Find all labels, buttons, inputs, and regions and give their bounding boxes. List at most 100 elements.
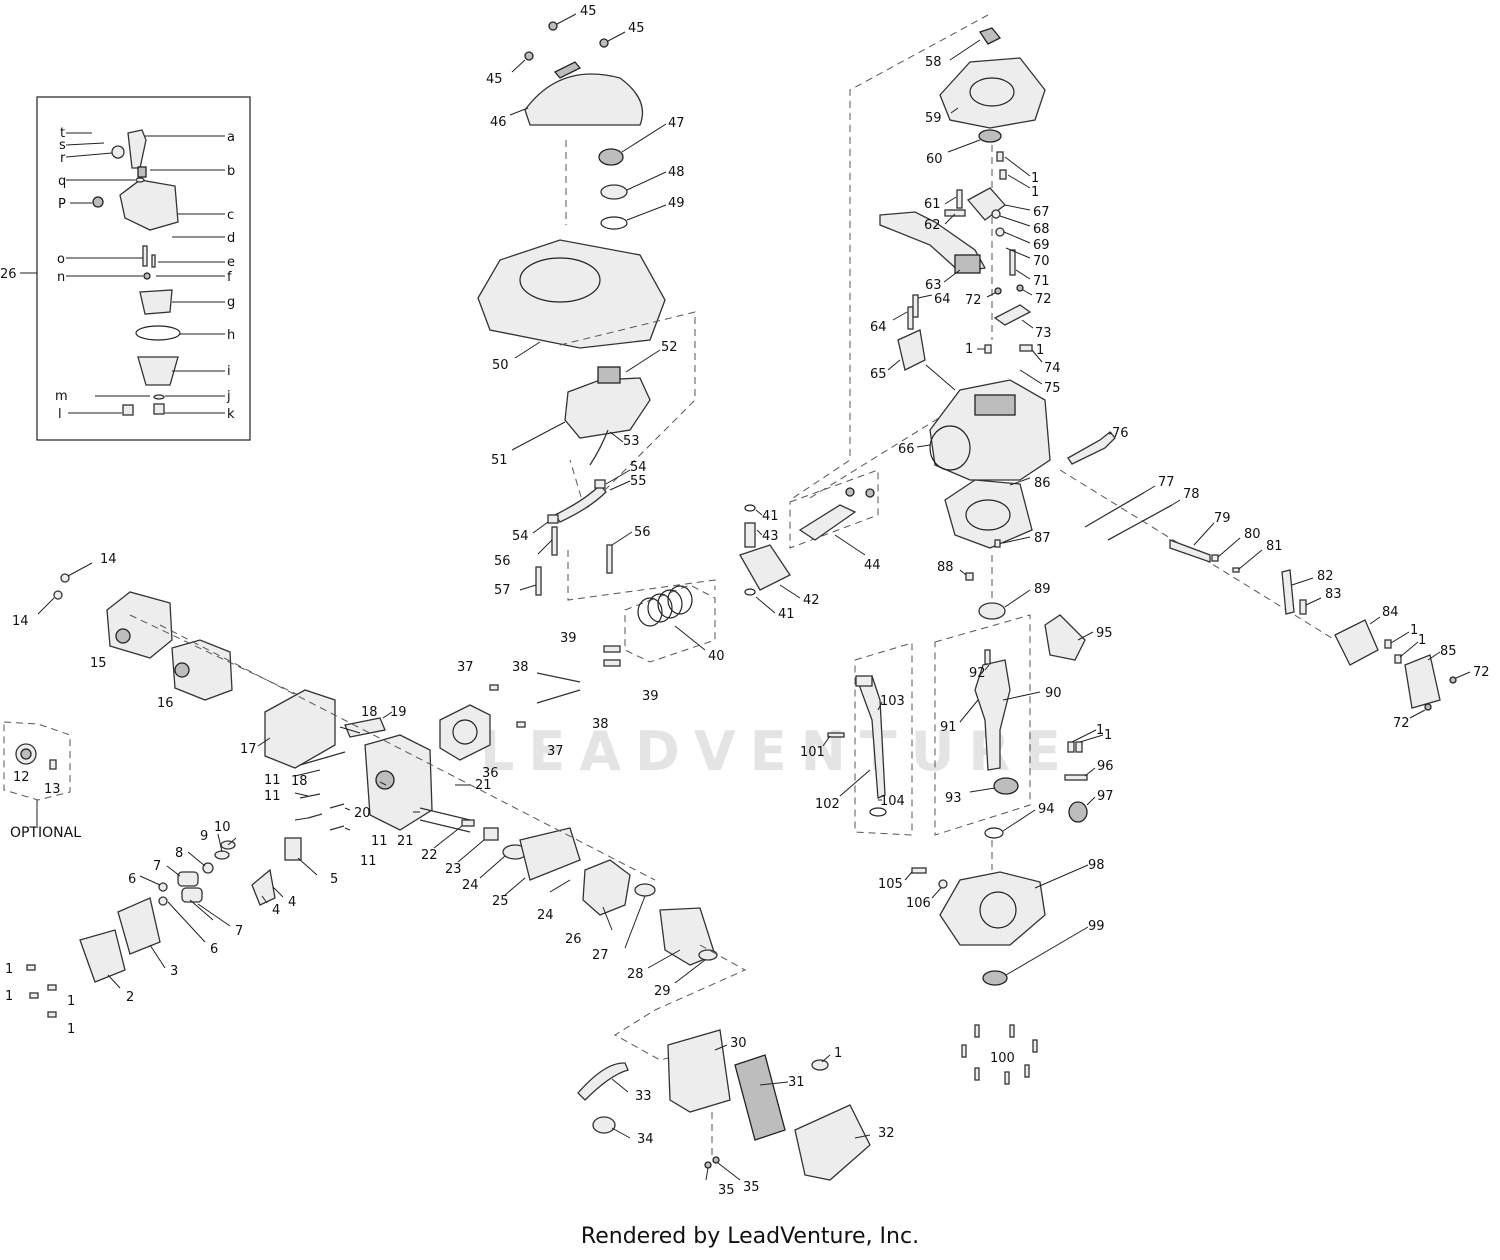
callout-97: 97 bbox=[1097, 789, 1114, 804]
piston-ring-1 bbox=[637, 597, 663, 627]
callout-100: 100 bbox=[990, 1051, 1015, 1066]
callout-q: q bbox=[58, 174, 66, 189]
camshaft-95 bbox=[1044, 614, 1086, 661]
heat-shield bbox=[264, 689, 336, 769]
pin-71 bbox=[1009, 249, 1016, 276]
washer-68 bbox=[991, 209, 1001, 219]
callout-12: 12 bbox=[13, 770, 30, 785]
callout-94: 94 bbox=[1038, 802, 1055, 817]
callout-64a: 64 bbox=[870, 320, 887, 335]
callout-82: 82 bbox=[1317, 569, 1334, 584]
callout-54a: 54 bbox=[630, 460, 647, 475]
nut-35b bbox=[712, 1156, 720, 1164]
callout-72d: 72 bbox=[1393, 716, 1410, 731]
blower-housing-50 bbox=[477, 239, 666, 349]
callout-71: 71 bbox=[1033, 274, 1050, 289]
head-bolt-39a bbox=[603, 645, 621, 653]
throttle-shaft bbox=[127, 129, 147, 169]
optional-spark-arrester: 12 13 bbox=[3, 721, 71, 826]
spring-e bbox=[151, 254, 156, 268]
dowel-87 bbox=[994, 539, 1001, 548]
callout-78: 78 bbox=[1183, 487, 1200, 502]
shim-96 bbox=[1064, 774, 1088, 781]
callout-6a: 6 bbox=[128, 872, 136, 887]
callout-8: 8 bbox=[175, 846, 183, 861]
callout-98: 98 bbox=[1088, 858, 1105, 873]
callout-77: 77 bbox=[1158, 475, 1175, 490]
stud-56b bbox=[606, 544, 613, 574]
nut-72d bbox=[1424, 703, 1432, 711]
callout-17: 17 bbox=[240, 742, 257, 757]
knob-1 bbox=[811, 1059, 829, 1071]
air-filter-cover-32 bbox=[794, 1104, 871, 1181]
clamp-54a bbox=[547, 514, 559, 524]
callout-58: 58 bbox=[925, 55, 942, 70]
air-filter-31 bbox=[734, 1054, 786, 1141]
air-cleaner-base-28 bbox=[659, 907, 716, 966]
callout-11a: 11 bbox=[264, 773, 281, 788]
spark-plug bbox=[344, 717, 386, 738]
piston-group: 40 41 43 42 41 44 bbox=[624, 404, 961, 664]
connecting-rod-44 bbox=[798, 504, 857, 541]
callout-1c: 1 bbox=[67, 994, 75, 1009]
head-bolt-39b bbox=[603, 659, 621, 667]
callout-a: a bbox=[227, 130, 235, 145]
callout-48: 48 bbox=[668, 165, 685, 180]
callout-23: 23 bbox=[445, 862, 462, 877]
carburetor-body bbox=[119, 179, 179, 231]
callout-26-inset: 26 bbox=[0, 267, 17, 282]
governor-gear-97 bbox=[1068, 801, 1088, 823]
oil-seal-99 bbox=[982, 970, 1008, 986]
screw-1f bbox=[999, 169, 1007, 180]
callout-45b: 45 bbox=[628, 21, 645, 36]
callout-45c: 45 bbox=[486, 72, 503, 87]
air-cleaner-group: 26 27 28 29 30 31 32 33 34 35 35 1 bbox=[565, 859, 895, 1198]
bolt-100f bbox=[1004, 1071, 1010, 1085]
insulator-23 bbox=[483, 827, 499, 841]
callout-31: 31 bbox=[788, 1075, 805, 1090]
callout-42: 42 bbox=[803, 593, 820, 608]
callout-61: 61 bbox=[924, 197, 941, 212]
callout-68: 68 bbox=[1033, 222, 1050, 237]
callout-73: 73 bbox=[1035, 326, 1052, 341]
callout-5: 5 bbox=[330, 872, 338, 887]
callout-1b: 1 bbox=[5, 989, 13, 1004]
bracket-73 bbox=[993, 304, 1032, 326]
rocker-cover-plate-5 bbox=[284, 837, 302, 861]
callout-g: g bbox=[227, 295, 235, 310]
callout-n: n bbox=[57, 270, 65, 285]
callout-1d: 1 bbox=[67, 1022, 75, 1037]
dowel-37a bbox=[489, 684, 499, 691]
nut-45a bbox=[548, 21, 558, 31]
callout-69: 69 bbox=[1033, 238, 1050, 253]
gear-93 bbox=[993, 777, 1019, 795]
callout-k: k bbox=[227, 407, 235, 422]
crankcase-gasket-86 bbox=[944, 479, 1033, 549]
callout-b: b bbox=[227, 164, 235, 179]
callout-87: 87 bbox=[1034, 531, 1051, 546]
control-bracket-84 bbox=[1334, 619, 1379, 666]
callout-35a: 35 bbox=[718, 1183, 735, 1198]
muffler-nut-upper bbox=[60, 573, 70, 583]
float-bowl-i bbox=[137, 356, 179, 386]
fuel-cap-52 bbox=[597, 366, 621, 384]
valve-spring-7a bbox=[177, 871, 199, 887]
pin-81 bbox=[1232, 567, 1240, 573]
callout-1-knob: 1 bbox=[834, 1046, 842, 1061]
washer-6a bbox=[158, 882, 168, 892]
callout-s: s bbox=[59, 138, 66, 153]
callout-37a: 37 bbox=[457, 660, 474, 675]
screen-screw bbox=[49, 759, 57, 770]
nut-35a bbox=[704, 1161, 712, 1169]
callout-39b: 39 bbox=[642, 689, 659, 704]
callout-91: 91 bbox=[940, 720, 957, 735]
callout-16: 16 bbox=[157, 696, 174, 711]
callout-64b: 64 bbox=[934, 292, 951, 307]
callout-38b: 38 bbox=[592, 717, 609, 732]
screw-1g bbox=[984, 344, 992, 354]
bolt-100b bbox=[1009, 1024, 1015, 1038]
callout-1l: 1 bbox=[1104, 728, 1112, 743]
callout-63: 63 bbox=[925, 278, 942, 293]
air-filter-housing-30 bbox=[667, 1029, 731, 1113]
callout-33: 33 bbox=[635, 1089, 652, 1104]
